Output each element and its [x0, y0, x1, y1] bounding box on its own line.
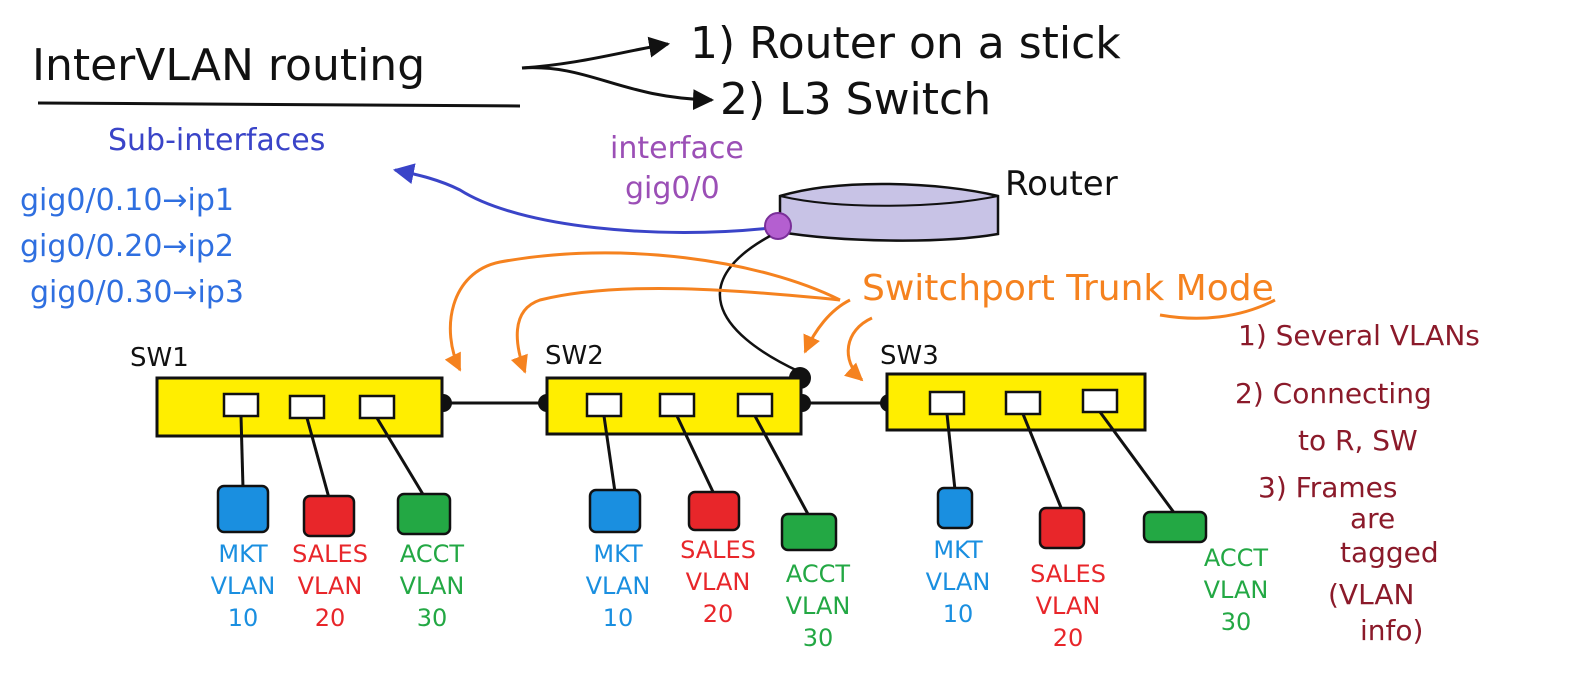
sw3-vlan-3-line-2: VLAN — [1204, 576, 1269, 604]
sw2-vlan-2-line-2: VLAN — [686, 568, 751, 596]
sw3-vlan-2-line-2: VLAN — [1036, 592, 1101, 620]
subif-line-2: gig0/0.20→ip2 — [20, 229, 234, 264]
sw3-port-1 — [928, 390, 966, 416]
sw3-host-2 — [1038, 506, 1086, 550]
sw1-vlan-3-line-2: VLAN — [400, 572, 465, 600]
sw1-host-1 — [216, 484, 270, 534]
sw3-host-1 — [936, 486, 974, 530]
sw1-vlan-3-line-3: 30 — [417, 604, 448, 632]
sw3-vlan-1-line-2: VLAN — [926, 568, 991, 596]
sw2-vlan-3-line-3: 30 — [803, 624, 834, 652]
sw1-host-3 — [396, 492, 452, 536]
router-top-edge — [779, 195, 999, 207]
router-to-sw2-link — [718, 234, 801, 374]
router-interface-dot — [764, 212, 792, 240]
sw3-vlan-3-line-3: 30 — [1221, 608, 1252, 636]
note-several-vlans: 1) Several VLANs — [1238, 319, 1480, 352]
trunk-arrow-sw1 — [444, 251, 841, 372]
sw2-vlan-1-line-2: VLAN — [586, 572, 651, 600]
sw3-vlan-1-line-3: 10 — [943, 600, 974, 628]
sw3-host-2-cable — [1021, 413, 1064, 511]
sw1-host-3-cable — [375, 417, 426, 497]
sw1-host-1-cable — [239, 415, 245, 489]
sw2-host-3 — [780, 512, 838, 552]
note-connecting: 2) Connecting — [1235, 377, 1432, 410]
trunk-arrow-sw2-right — [803, 298, 851, 354]
interface-label-line2: gig0/0 — [625, 171, 720, 206]
switch-2-label: SW2 — [545, 341, 604, 371]
sw2-vlan-2-line-3: 20 — [703, 600, 734, 628]
sw3-port-3 — [1081, 388, 1119, 414]
note-tagged: tagged — [1340, 536, 1439, 569]
trunk-mode-label: Switchport Trunk Mode — [862, 268, 1274, 309]
sw3-vlan-2-line-3: 20 — [1053, 624, 1084, 652]
sw2-port-3 — [736, 392, 774, 418]
subif-line-3: gig0/0.30→ip3 — [30, 275, 244, 310]
note-frames: 3) Frames — [1258, 471, 1397, 504]
sw3-port-2 — [1004, 390, 1042, 416]
subif-arrow — [392, 163, 771, 234]
sub-interfaces-heading: Sub-interfaces — [108, 123, 325, 158]
router-shape — [778, 182, 1000, 242]
trunk-arrow-sw2-left — [510, 286, 841, 374]
title: InterVLAN routing — [32, 40, 425, 91]
trunk-label-brace — [1159, 298, 1276, 320]
sw1-host-2 — [302, 494, 356, 538]
sw2-host-1 — [588, 488, 642, 534]
sw2-host-2 — [687, 490, 741, 532]
sw1-vlan-1-line-1: MKT — [218, 540, 268, 568]
sw1-port-2 — [288, 394, 326, 420]
sw3-host-1-cable — [945, 413, 957, 491]
sw2-vlan-3-line-2: VLAN — [786, 592, 851, 620]
method-router-on-stick: 1) Router on a stick — [690, 18, 1121, 69]
sw1-vlan-2-line-1: SALES — [292, 540, 368, 568]
sw2-port-2 — [658, 392, 696, 418]
sw1-port-1 — [222, 392, 260, 418]
interface-label-line1: interface — [610, 131, 744, 166]
sw1-host-2-cable — [305, 417, 331, 499]
subif-line-1: gig0/0.10→ip1 — [20, 183, 234, 218]
title-underline — [37, 101, 521, 108]
trunk-arrow-sw3 — [843, 316, 873, 382]
note-to-r-sw: to R, SW — [1298, 424, 1418, 457]
switch-3-label: SW3 — [880, 341, 939, 371]
sw1-vlan-2-line-2: VLAN — [298, 572, 363, 600]
sw1-vlan-3-line-1: ACCT — [400, 540, 465, 568]
router-label: Router — [1005, 164, 1118, 204]
note-are: are — [1350, 502, 1395, 535]
sw1-vlan-1-line-3: 10 — [228, 604, 259, 632]
method-l3-switch: 2) L3 Switch — [720, 74, 991, 125]
method1-arrow — [521, 36, 671, 70]
sw2-host-3-cable — [753, 415, 811, 517]
sw2-vlan-1-line-1: MKT — [593, 540, 643, 568]
sw1-port-3 — [358, 394, 396, 420]
note-info: info) — [1360, 614, 1423, 647]
sw1-vlan-2-line-3: 20 — [315, 604, 346, 632]
sw2-vlan-1-line-3: 10 — [603, 604, 634, 632]
sw2-vlan-2-line-1: SALES — [680, 536, 756, 564]
note-vlan: (VLAN — [1328, 578, 1414, 611]
sw3-vlan-1-line-1: MKT — [933, 536, 983, 564]
switch-1-label: SW1 — [130, 343, 189, 373]
sw3-host-3-cable — [1098, 411, 1177, 515]
sw3-vlan-2-line-1: SALES — [1030, 560, 1106, 588]
method2-arrow — [521, 66, 715, 111]
sw2-host-1-cable — [602, 415, 617, 493]
sw3-vlan-3-line-1: ACCT — [1204, 544, 1269, 572]
sw2-vlan-3-line-1: ACCT — [786, 560, 851, 588]
sw1-vlan-1-line-2: VLAN — [211, 572, 276, 600]
sw3-host-3 — [1142, 510, 1208, 544]
sw2-host-2-cable — [675, 415, 716, 495]
sw2-port-1 — [585, 392, 623, 418]
